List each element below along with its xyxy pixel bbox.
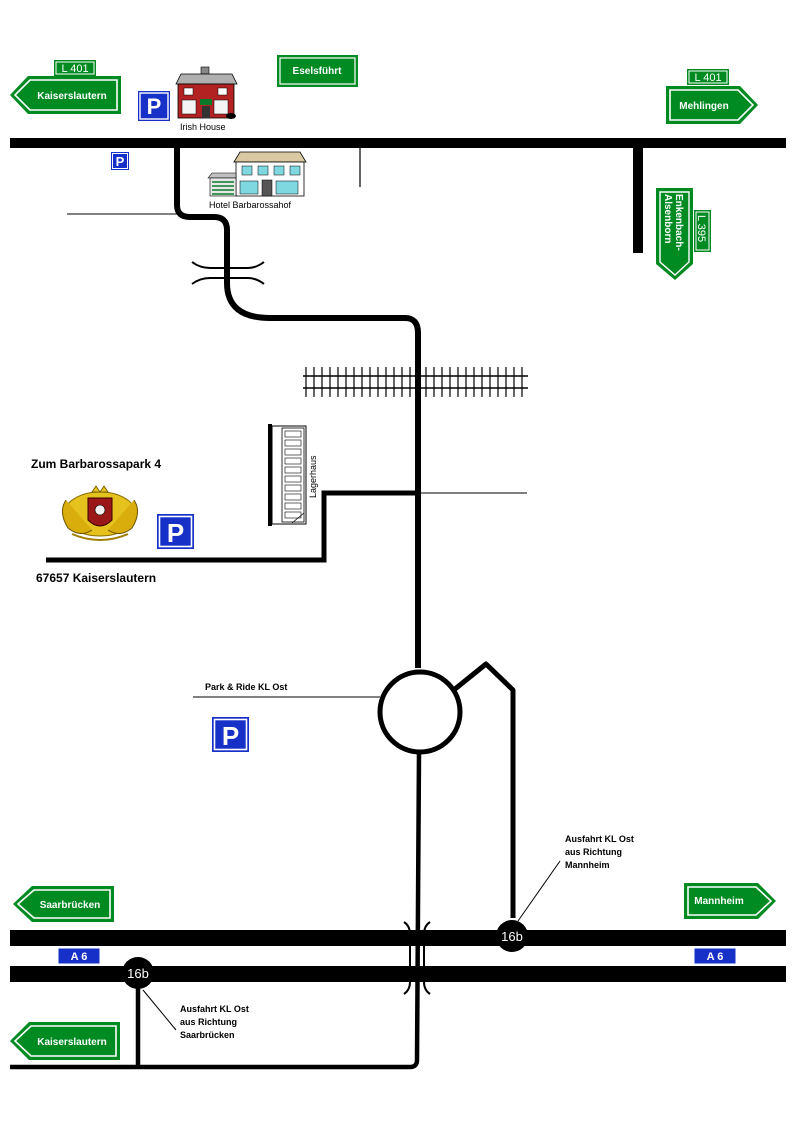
sign-kaiserslautern-bottom: Kaiserslautern [10,1022,120,1060]
sign-enkenbach-alsenborn: Enkenbach- Alsenborn [656,188,693,280]
lagerhaus-label: Lagerhaus [308,455,318,498]
sign-mehlingen: Mehlingen [666,86,758,124]
svg-text:P: P [222,721,239,751]
svg-text:16b: 16b [127,966,149,981]
address-city: 67657 Kaiserslautern [36,571,156,585]
park-ride-label: Park & Ride KL Ost [205,682,287,692]
road-to-autobahn [10,751,422,1070]
lagerhaus-building [268,424,307,526]
a6-route-sign-right: A 6 [693,947,737,965]
parking-icon-barbarossapark: P [157,514,194,549]
parking-icon-top-large: P [138,91,170,121]
exit-mannheim-pointer [517,860,561,922]
roundabout [377,669,463,755]
svg-text:Alsenborn: Alsenborn [662,194,673,243]
barbarossa-crest-logo [62,485,138,541]
exit-saar-pointer [142,989,177,1031]
parking-icon-park-ride: P [212,717,249,752]
svg-text:L 401: L 401 [61,63,88,75]
bridge-icon [191,261,265,285]
exit-saar-note: Ausfahrt KL Ost aus Richtung Saarbrücken [180,1004,249,1040]
hotel-building-icon [207,151,307,197]
svg-text:Mehlingen: Mehlingen [679,101,728,112]
access-road [174,143,421,668]
hotel-label: Hotel Barbarossahof [209,200,292,210]
svg-text:Mannheim: Mannheim [694,896,744,907]
svg-text:L 401: L 401 [694,72,721,84]
svg-text:Mannheim: Mannheim [565,860,610,870]
exit-16b-left-marker: 16b [122,957,154,989]
sign-mannheim: Mannheim [684,883,776,919]
svg-text:Ausfahrt KL Ost: Ausfahrt KL Ost [565,834,634,844]
svg-text:aus Richtung: aus Richtung [180,1017,237,1027]
a6-route-sign-left: A 6 [57,947,101,965]
a6-carriageway-north [10,930,786,946]
svg-text:P: P [147,94,162,119]
sign-eselsfuehrt: Eselsführt [277,55,358,87]
sign-saarbruecken: Saarbrücken [13,886,114,922]
svg-text:Kaiserslautern: Kaiserslautern [37,91,106,102]
svg-text:Enkenbach-: Enkenbach- [673,194,684,251]
svg-text:A 6: A 6 [71,951,88,963]
address-street: Zum Barbarossapark 4 [31,457,161,471]
svg-text:Saarbrücken: Saarbrücken [40,900,101,911]
exit-mannheim-note: Ausfahrt KL Ost aus Richtung Mannheim [565,834,634,870]
svg-text:Eselsführt: Eselsführt [293,66,343,77]
parking-icon-top-small: P [111,152,129,170]
roundabout-exit-road [453,661,516,918]
overpass-icon [403,921,431,995]
svg-text:Saarbrücken: Saarbrücken [180,1030,235,1040]
svg-text:aus Richtung: aus Richtung [565,847,622,857]
a6-carriageway-south [10,966,786,982]
sign-l401-left: L 401 [54,60,96,76]
svg-text:P: P [167,518,184,548]
sign-kaiserslautern-top: Kaiserslautern [10,76,121,114]
svg-text:Ausfahrt KL Ost: Ausfahrt KL Ost [180,1004,249,1014]
barbarossapark-street [46,490,418,563]
sign-l401-right: L 401 [687,69,729,85]
svg-text:L 395: L 395 [695,215,707,242]
sign-l395: L 395 [694,210,711,252]
exit-16b-right-marker: 16b [496,920,528,952]
irish-house-icon [175,66,238,119]
svg-text:P: P [116,154,125,169]
irish-house-label: Irish House [180,122,226,132]
svg-text:16b: 16b [501,929,523,944]
top-main-road [10,138,786,148]
enkenbach-road [633,140,643,253]
svg-text:Kaiserslautern: Kaiserslautern [37,1037,106,1048]
railway-icon [303,367,528,397]
svg-text:A 6: A 6 [707,951,724,963]
